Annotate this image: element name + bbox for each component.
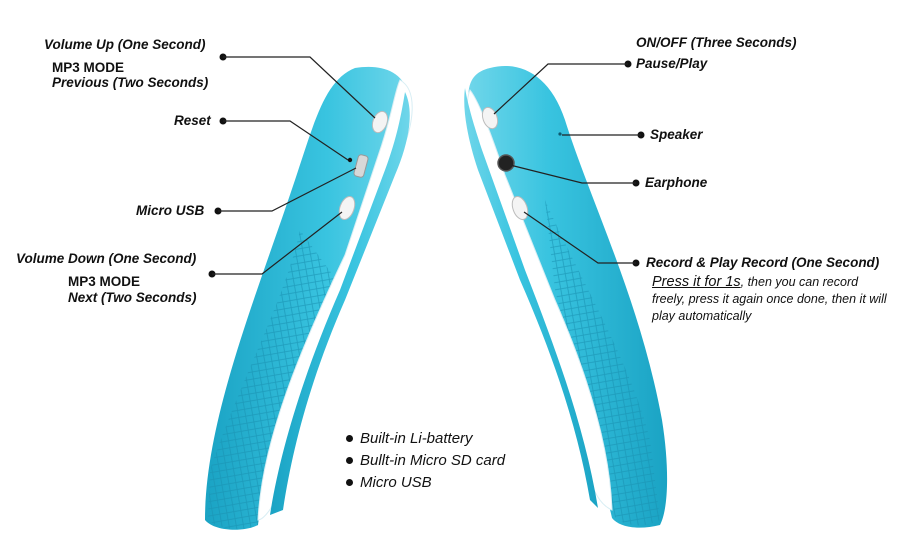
micro-usb-port [353,154,369,178]
record-instructions-note: Press it for 1s, then you can record fre… [652,274,892,325]
bullet-icon [346,456,353,464]
volume-down-label: Volume Down (One Second) [16,251,197,266]
record-play-label: Record & Play Record (One Second) [646,255,880,270]
micro-usb-label: Micro USB [136,203,205,218]
record-button[interactable] [509,194,530,221]
left-device-mesh [208,230,340,530]
feature-item: Micro USB [346,473,432,493]
right-device [464,65,668,528]
record-note-highlight: Press it for 1s [652,274,741,290]
left-leaders [208,53,376,278]
bullet-icon [346,478,353,486]
earphone-jack [497,154,515,172]
earphone-label: Earphone [645,175,708,190]
on-off-label: ON/OFF (Three Seconds) [636,35,797,50]
previous-label: Previous (Two Seconds) [52,75,209,90]
right-leaders [493,60,645,267]
feature-item: Built-in Li-battery [346,429,473,449]
left-device-outer-stripe [270,92,410,515]
feature-text: Bullt-in Micro SD card [360,452,506,469]
record-note-text: , then you can record freely, press it a… [652,275,887,323]
reset-label: Reset [174,113,211,128]
speaker-label: Speaker [650,127,703,142]
right-device-inner-stripe [464,88,598,508]
pause-play-label: Pause/Play [636,56,708,71]
on-off-button[interactable] [480,105,501,130]
volume-up-label: Volume Up (One Second) [44,37,206,52]
next-label: Next (Two Seconds) [68,290,197,305]
feature-text: Micro USB [360,474,432,491]
mp3-mode-label-top: MP3 MODE [52,60,125,75]
left-device [205,66,413,530]
right-device-mesh [545,200,660,526]
volume-up-button[interactable] [370,109,391,134]
bullet-icon [346,434,353,442]
feature-item: Bullt-in Micro SD card [346,451,505,471]
speaker-hole [558,132,562,136]
mp3-mode-label-bottom: MP3 MODE [68,274,141,289]
feature-text: Built-in Li-battery [360,430,473,447]
reset-hole [347,157,353,163]
volume-down-button[interactable] [336,194,357,221]
